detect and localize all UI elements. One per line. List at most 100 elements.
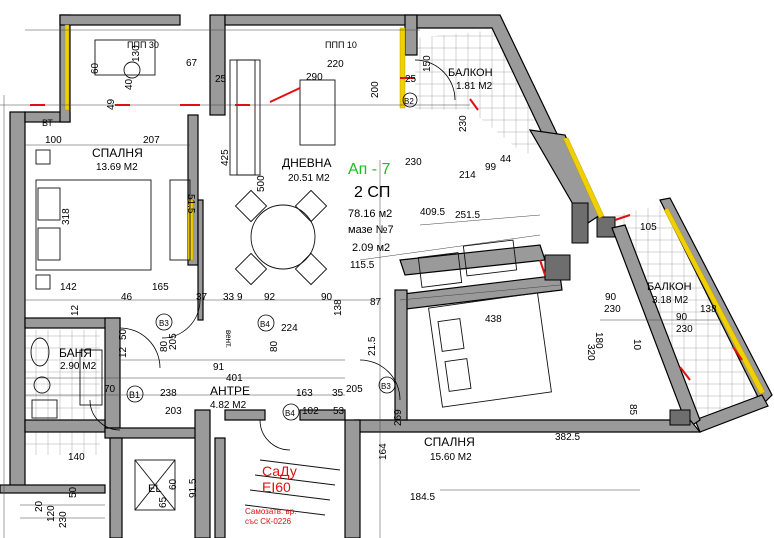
dim-200: 200 [370,81,381,98]
dim-25-a: 25 [215,74,227,85]
dim-230-a: 230 [604,304,621,315]
dim-220: 220 [327,59,344,70]
dim-80-b: 80 [269,340,280,352]
apartment-id: Ап - 7 [348,161,391,178]
dim-60-b: 60 [168,478,179,490]
dim-90-c: 90 [676,312,688,323]
dim-35: 35 [332,388,344,399]
dim-238: 238 [160,388,177,399]
dim-25-b: 25 [405,74,417,85]
dimension-labels: 100 207 318 142 165 46 37 33 9 92 90 224… [34,45,717,528]
dim-230-e: 230 [58,511,69,528]
dim-10: 10 [631,339,642,351]
dim-230-d: 230 [405,157,422,168]
dim-150: 150 [422,55,433,72]
dim-438: 438 [485,314,502,325]
dim-138: 138 [333,299,344,316]
dim-50-b: 50 [68,486,79,498]
dim-269: 269 [393,409,404,426]
dim-40: 40 [124,78,135,90]
dimension-lines [0,29,720,538]
dim-214: 214 [459,170,476,181]
balcony-top-tiles [415,30,555,155]
bathroom-name: БАНЯ [59,346,92,360]
dim-207: 207 [143,135,160,146]
dim-115: 115.5 [350,260,375,271]
dim-164: 164 [378,443,389,460]
dim-401: 401 [226,373,243,384]
bedroom-right-name: СПАЛНЯ [424,435,475,449]
dim-290: 290 [306,72,323,83]
stair-door-mark-1: СаДу [262,463,297,479]
apartment-type: 2 СП [354,184,390,201]
dim-163: 163 [296,388,313,399]
bathroom-area: 2.90 М2 [60,361,97,372]
vent-mark: вент. [224,330,233,348]
dim-9: 9 [237,292,243,303]
apartment-storage: мазе №7 [348,224,394,236]
dim-205-b: 205 [346,384,363,395]
dim-230-b: 230 [458,115,469,132]
dim-425: 425 [220,149,231,166]
dim-51-5: 51.5 [185,194,196,214]
balcony-top-name: БАЛКОН [448,67,493,79]
dim-12-b: 12 [118,346,129,358]
dim-44: 44 [500,154,512,165]
dim-102: 102 [302,406,319,417]
dim-90: 90 [321,292,333,303]
dim-65: 65 [158,496,169,508]
b3-tag-1: B3 [159,319,169,328]
balcony-top-area: 1.81 М2 [456,81,493,92]
dim-205-a: 205 [168,333,179,350]
dim-120: 120 [46,505,57,522]
living-area: 20.51 М2 [288,173,330,184]
dim-53: 53 [333,406,345,417]
dim-100: 100 [45,135,62,146]
dim-105: 105 [640,222,657,233]
dim-140: 140 [68,452,85,463]
dim-49: 49 [106,98,117,110]
dim-60: 60 [90,62,101,74]
apartment-total-area: 78.16 м2 [348,208,392,220]
balcony-right-area: 3.18 М2 [652,295,689,306]
hall-area: 4.82 М2 [210,400,247,411]
dim-142: 142 [60,282,77,293]
balcony-right-name: БАЛКОН [647,281,692,293]
stair-note-2: със СК-0226 [245,517,292,526]
dim-91: 91 [213,362,225,373]
dim-180: 180 [593,332,604,349]
dim-409: 409.5 [420,207,445,218]
b4-tag-1: B4 [260,320,270,329]
dim-184: 184.5 [410,492,435,503]
dim-70: 70 [104,384,116,395]
dim-382: 382.5 [555,432,580,443]
dim-12-a: 12 [70,304,81,316]
ppp-mark-1: ППП 30 [127,40,159,50]
dim-20: 20 [34,500,45,512]
bathroom-tiles [25,330,100,455]
bedroom-left-name: СПАЛНЯ [92,146,143,160]
dim-90-b: 90 [605,292,617,303]
dim-37: 37 [196,292,208,303]
dim-33: 33 [223,292,235,303]
dim-99: 99 [485,162,497,173]
room-labels: СПАЛНЯ 13.69 М2 ДНЕВНА 20.51 М2 БАЛКОН 1… [59,67,692,463]
insulation [64,24,766,395]
dim-92: 92 [264,292,276,303]
dim-87: 87 [370,297,382,308]
dim-165: 165 [152,282,169,293]
apartment-info: Ап - 7 2 СП 78.16 м2 мазе №7 2.09 м2 [348,161,394,254]
dim-251: 251.5 [455,210,480,221]
ppp-mark-2: ППП 10 [325,40,357,50]
dim-21-5: 21.5 [367,336,378,356]
dim-85: 85 [627,404,638,416]
stair-note-1: Самозатв. вр. [245,507,296,516]
bedroom-left-area: 13.69 М2 [96,162,138,173]
dim-80-a: 80 [159,340,170,352]
dim-50: 50 [118,328,129,340]
stair-door-mark-2: EI60 [262,479,291,495]
apartment-storage-area: 2.09 м2 [352,242,390,254]
dim-318: 318 [61,208,72,225]
dim-130: 130 [131,45,142,62]
